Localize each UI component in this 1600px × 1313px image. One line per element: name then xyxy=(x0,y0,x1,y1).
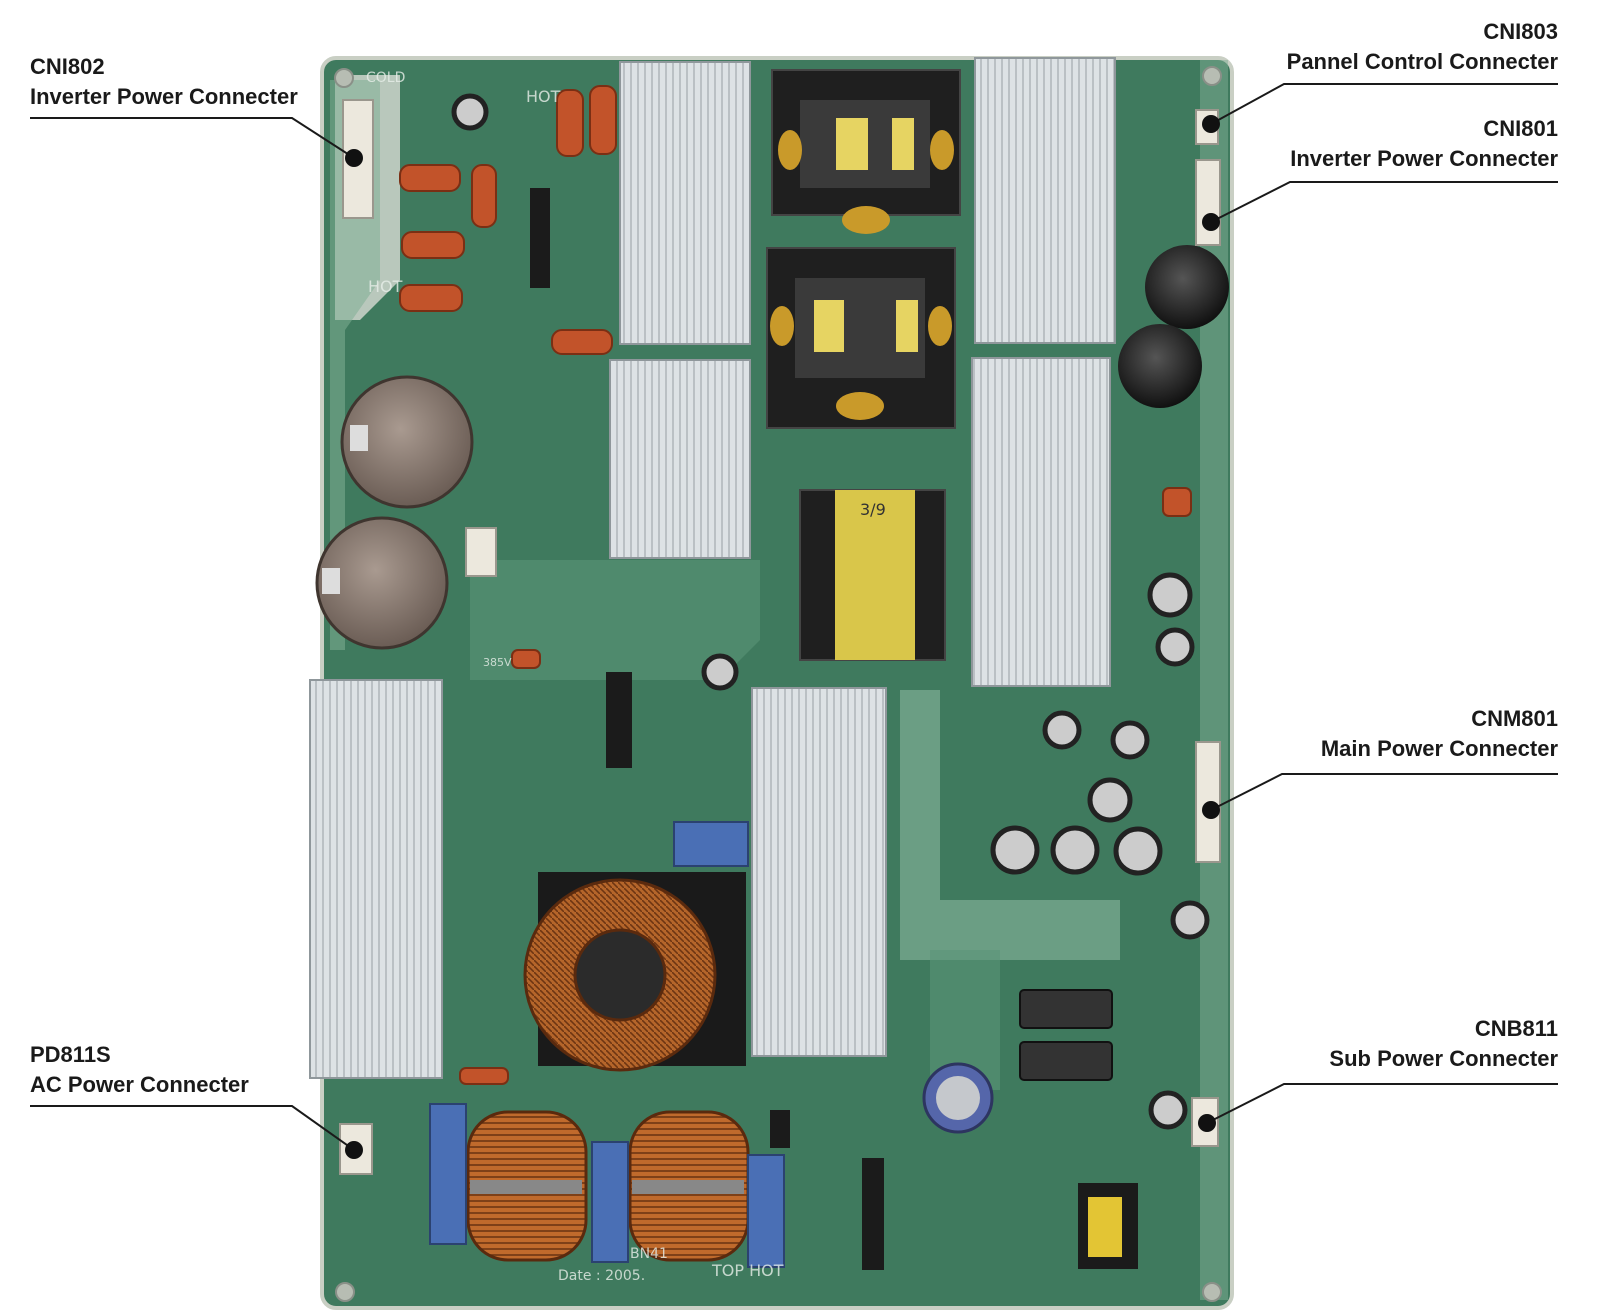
callout-cnm801: CNM801 Main Power Connecter xyxy=(1321,704,1558,764)
callout-description: Pannel Control Connecter xyxy=(1286,49,1558,74)
heatsink xyxy=(974,57,1116,344)
callout-code: CNI801 xyxy=(1483,116,1558,141)
callout-description: Inverter Power Connecter xyxy=(1290,146,1558,171)
integrated-circuits xyxy=(530,188,1138,1270)
callout-cnb811: CNB811 Sub Power Connecter xyxy=(1329,1014,1558,1074)
leader-lines xyxy=(30,83,1558,1151)
leader-line-pd811s xyxy=(30,1105,355,1151)
callout-description: Main Power Connecter xyxy=(1320,736,1558,761)
film-capacitors xyxy=(399,85,1192,1085)
callout-code: CNI802 xyxy=(30,54,105,79)
marker-dots xyxy=(345,115,1220,1159)
transformers: 3/9 xyxy=(766,69,961,661)
leader-line-cnm801 xyxy=(1210,773,1558,811)
leader-line-cni803 xyxy=(1210,83,1558,125)
marker-dot-cnb811 xyxy=(1198,1114,1216,1132)
heatsinks xyxy=(309,57,1116,1079)
callout-code: PD811S xyxy=(30,1042,111,1067)
silkscreen-part-number: BN41 xyxy=(630,1246,668,1262)
silkscreen-hot: HOT xyxy=(526,87,561,106)
marker-dot-cni803 xyxy=(1202,115,1220,133)
capacitors xyxy=(315,93,1229,1134)
silkscreen-hot-2: HOT xyxy=(368,277,403,296)
callout-code: CNI803 xyxy=(1483,19,1558,44)
heatsink xyxy=(751,687,887,1057)
silkscreen-top-hot: TOP HOT xyxy=(711,1261,784,1280)
inductors xyxy=(466,872,750,1262)
heatsink xyxy=(619,61,751,345)
heatsink xyxy=(971,357,1111,687)
marker-dot-cni802 xyxy=(345,149,363,167)
heatsink xyxy=(609,359,751,559)
callout-description: Sub Power Connecter xyxy=(1329,1046,1558,1071)
marker-dot-cnm801 xyxy=(1202,801,1220,819)
leader-line-cnb811 xyxy=(1206,1083,1558,1124)
transformer-marking: 3/9 xyxy=(860,500,886,519)
silkscreen-date: Date : 2005. xyxy=(558,1268,645,1284)
marker-dot-pd811s xyxy=(345,1141,363,1159)
callout-cni803: CNI803 Pannel Control Connecter xyxy=(1287,17,1558,77)
silkscreen: COLD HOT HOT TOP HOT BN41 Date : 2005. 3… xyxy=(366,70,784,1284)
x-capacitors xyxy=(429,821,785,1268)
leader-line-cni801 xyxy=(1210,181,1558,223)
heatsink xyxy=(309,679,443,1079)
silkscreen-voltage: 385V xyxy=(483,656,512,669)
silkscreen-cold: COLD xyxy=(366,70,405,86)
marker-dot-cni801 xyxy=(1202,213,1220,231)
callout-pd811s: PD811S AC Power Connecter xyxy=(30,1040,249,1100)
callout-cni802: CNI802 Inverter Power Connecter xyxy=(30,52,298,112)
callout-description: Inverter Power Connecter xyxy=(30,84,298,109)
callout-description: AC Power Connecter xyxy=(30,1072,249,1097)
callout-code: CNM801 xyxy=(1471,706,1558,731)
leader-line-cni802 xyxy=(30,117,355,159)
callout-code: CNB811 xyxy=(1474,1016,1558,1041)
callout-cni801: CNI801 Inverter Power Connecter xyxy=(1290,114,1558,174)
